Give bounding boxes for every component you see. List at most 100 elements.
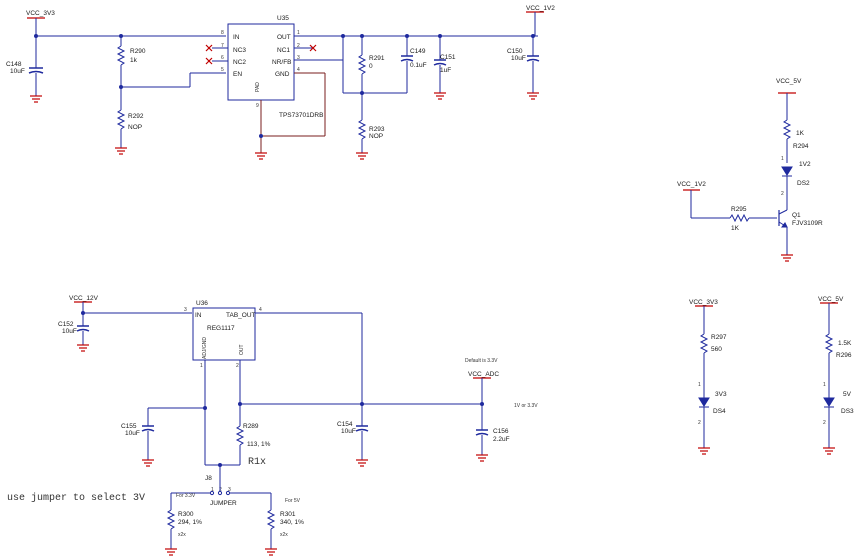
ds3-value: 5V: [843, 391, 852, 398]
q1-value: FJV3109R: [792, 220, 823, 227]
c148-ref: C148: [6, 61, 22, 68]
u35-pin-en: EN: [233, 71, 242, 78]
u36-pin-in: IN: [195, 312, 202, 319]
u35-pin-num-en: 5: [221, 67, 224, 73]
vcc-5v-power-symbol: VCC_5V: [776, 78, 802, 120]
u36-pin-adj: ADJ/GND: [202, 337, 208, 359]
range-annotation: 1V or 3.3V: [514, 403, 538, 409]
no-connect-mark: [205, 44, 317, 65]
u35-ic: U35 TPS73701DRB IN NC3 NC2 EN OUT NC1 NR…: [221, 15, 323, 119]
r291-resistor: R291 0: [357, 36, 385, 120]
r295-value: 1K: [731, 225, 740, 232]
c152-ref: C152: [58, 321, 74, 328]
u35-pin-nc1: NC1: [277, 47, 290, 54]
u36-pin-num-tab-out: 4: [259, 307, 262, 313]
r291-ref: R291: [369, 55, 385, 62]
ground-symbol: [30, 95, 42, 103]
c148-value: 10uF: [10, 68, 25, 75]
jumper-note: use jumper to select 3V: [7, 492, 145, 504]
vcc-1v2-top-power-symbol: VCC_1V2: [526, 5, 555, 36]
c156-capacitor: C156 2.2uF: [475, 404, 510, 462]
net-label-vcc-1v2-mid: VCC_1V2: [677, 181, 706, 188]
q1-ref: Q1: [792, 212, 801, 219]
ds4-ref: DS4: [713, 408, 726, 415]
r289-resistor: R289 113, 1%: [235, 404, 271, 465]
vcc-3v3-top-power-symbol: VCC_3V3: [26, 10, 55, 36]
r289-value: 113, 1%: [247, 441, 271, 448]
ds2-led: 1V2 DS2 12: [781, 156, 811, 210]
q1-transistor: Q1 FJV3109R: [778, 209, 823, 262]
c154-value: 10uF: [341, 428, 356, 435]
svg-text:3: 3: [228, 487, 231, 493]
r301-value: 340, 1%: [280, 519, 304, 526]
r293-ref: R293: [369, 126, 385, 133]
r297-value: 560: [711, 346, 722, 353]
u35-regulator-circuit: VCC_3V3 C148 10uF R290 1k: [6, 5, 555, 160]
u35-pin-nc3: NC3: [233, 47, 246, 54]
u35-pin-num-nc3: 7: [221, 43, 224, 49]
u35-pin-in: IN: [233, 34, 240, 41]
r293-value: NOP: [369, 133, 383, 140]
net-label-vcc-1v2-top: VCC_1V2: [526, 5, 555, 12]
u35-ref: U35: [277, 15, 289, 22]
svg-text:2: 2: [698, 420, 701, 426]
u35-pin-num-nc2: 6: [221, 55, 224, 61]
u35-pin-nrfb: NR/FB: [272, 59, 292, 66]
r290-resistor: R290 1k: [116, 36, 146, 87]
vcc-12v-power-symbol: VCC_12V: [69, 295, 99, 313]
r290-ref: R290: [130, 48, 146, 55]
u35-pin-num-nc1: 2: [297, 43, 300, 49]
u35-pin-num-out: 1: [297, 30, 300, 36]
ds4-value: 3V3: [715, 391, 727, 398]
c149-capacitor: C149 0.1uF: [400, 36, 427, 93]
u35-part: TPS73701DRB: [279, 112, 323, 119]
u36-pin-num-out: 2: [236, 363, 239, 369]
svg-text:2: 2: [781, 191, 784, 197]
c155-capacitor: C155 10uF: [121, 408, 155, 467]
j8-value: JUMPER: [210, 500, 237, 507]
u36-pin-tab-out: TAB_OUT: [226, 312, 256, 319]
c156-ref: C156: [493, 428, 509, 435]
ds3-led: 5V DS3 12: [823, 382, 854, 455]
u36-pin-num-in: 3: [184, 307, 187, 313]
c152-value: 10uF: [62, 328, 77, 335]
for-5v-annotation: For 5V: [285, 498, 301, 504]
r294-resistor: 1K R294: [782, 119, 809, 163]
r301-note: x2x: [280, 532, 288, 538]
r289-ref: R289: [243, 423, 259, 430]
ds3-ref: DS3: [841, 408, 854, 415]
svg-text:1: 1: [211, 487, 214, 493]
default-voltage-annotation: Default is 3.3V: [465, 358, 498, 364]
r301-resistor: R301 340, 1% x2x: [265, 509, 304, 556]
c151-ref: C151: [440, 54, 456, 61]
led-3v3-indicator-circuit: VCC_3V3 R297 560 3V3 DS4 12: [689, 299, 727, 455]
u35-pin-num-pad: 9: [256, 103, 259, 109]
ds2-value: 1V2: [799, 161, 811, 168]
r297-ref: R297: [711, 334, 727, 341]
c149-ref: C149: [410, 48, 426, 55]
led-5v-indicator-circuit: VCC_5V 1.5K R296 5V DS3 12: [818, 296, 854, 455]
for-3v3-annotation: For 3.3V: [176, 493, 196, 499]
c154-capacitor: C154 10uF: [337, 404, 369, 467]
r292-ref: R292: [128, 113, 144, 120]
c152-capacitor: C152 10uF: [58, 313, 90, 352]
u35-pin-num-gnd: 4: [297, 67, 300, 73]
net-label-vcc-adc: VCC_ADC: [468, 371, 499, 378]
svg-text:1: 1: [698, 382, 701, 388]
u36-pin-out: OUT: [239, 344, 245, 355]
r296-ref: R296: [836, 352, 852, 359]
r294-value: 1K: [796, 130, 805, 137]
r295-resistor: R295 1K: [729, 206, 777, 232]
r291-value: 0: [369, 63, 373, 70]
u35-pin-nc2: NC2: [233, 59, 246, 66]
u36-ref: U36: [196, 300, 208, 307]
c155-ref: C155: [121, 423, 137, 430]
c155-value: 10uF: [125, 430, 140, 437]
u35-pin-gnd: GND: [275, 71, 290, 78]
u35-pin-num-nrfb: 3: [297, 55, 300, 61]
vcc-adc-power-symbol: VCC_ADC: [468, 371, 499, 404]
vcc-5v-far-power-symbol: VCC_5V: [818, 296, 844, 334]
vcc-1v2-mid-power-symbol: VCC_1V2: [677, 181, 706, 218]
c154-ref: C154: [337, 421, 353, 428]
